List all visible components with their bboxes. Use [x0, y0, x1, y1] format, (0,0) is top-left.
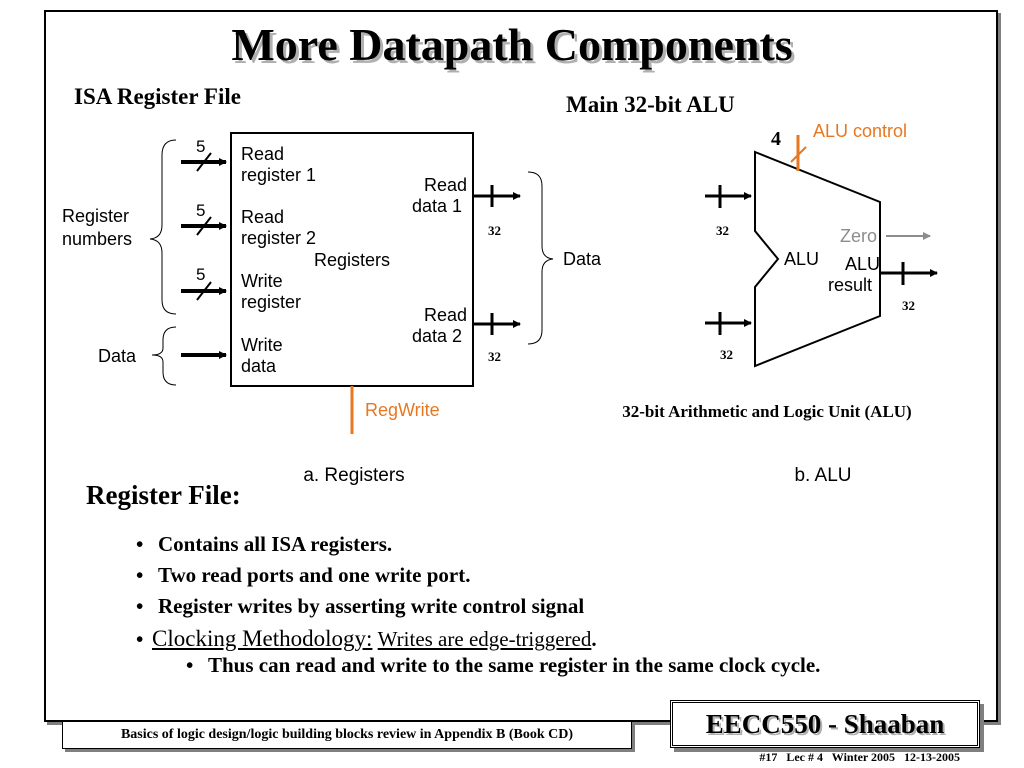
- alu-block-label: ALU: [784, 249, 819, 269]
- bullet-dot: •: [136, 594, 144, 618]
- write-data-label-line2: data: [241, 356, 277, 376]
- slide-info: #17 Lec # 4 Winter 2005 12-13-2005: [759, 750, 960, 764]
- clocking-methodology-period: .: [591, 627, 597, 651]
- alu-control-bits: 4: [771, 128, 781, 150]
- read-data-1-label-line1: Read: [424, 175, 467, 195]
- slide-title: More Datapath Components: [231, 19, 793, 70]
- list-item: • Clocking Methodology: Writes are edge-t…: [136, 622, 597, 656]
- list-item: • Contains all ISA registers.: [136, 529, 597, 560]
- alu-input-b-bits: 32: [720, 347, 733, 362]
- write-data-label-line1: Write: [241, 335, 283, 355]
- register-numbers-label-line2: numbers: [62, 229, 132, 249]
- clocking-methodology-text: Writes are edge-triggered: [377, 627, 592, 651]
- bullet-text: Two read ports and one write port.: [158, 563, 471, 587]
- alu-result-label-line2: result: [828, 275, 872, 295]
- register-file-diagram: Registers 5 Read register 1 5 Read regis…: [62, 132, 602, 486]
- read-register-2-label-line1: Read: [241, 207, 284, 227]
- alu-heading: Main 32-bit ALU: [566, 92, 735, 117]
- left-data-label: Data: [98, 346, 137, 366]
- appendix-footnote: Basics of logic design/logic building bl…: [62, 721, 632, 749]
- read-data-1-bits: 32: [488, 223, 501, 238]
- alu-zero-label: Zero: [840, 226, 877, 246]
- sub-bullet-text: Thus can read and write to the same regi…: [208, 653, 821, 677]
- registers-block-label: Registers: [314, 250, 390, 270]
- read-data-2-label-line2: data 2: [412, 326, 462, 346]
- read-register-2-width-slash: [196, 216, 212, 236]
- alu-control-label: ALU control: [813, 121, 907, 141]
- write-register-label-line1: Write: [241, 271, 283, 291]
- alu-result-bits: 32: [902, 298, 915, 313]
- sub-bullet: • Thus can read and write to the same reg…: [186, 653, 820, 678]
- read-register-2-label-line2: register 2: [241, 228, 316, 248]
- register-file-notes-list: • Contains all ISA registers. • Two read p…: [136, 529, 597, 656]
- register-file-heading: ISA Register File: [74, 84, 241, 109]
- alu-result-label-line1: ALU: [845, 254, 880, 274]
- write-register-bits: 5: [196, 265, 205, 284]
- bullet-dot: •: [136, 532, 144, 556]
- alu-input-a-bits: 32: [716, 223, 729, 238]
- write-register-width-slash: [196, 281, 212, 301]
- read-register-2-bits: 5: [196, 201, 205, 220]
- alu-control-width-slash: [790, 146, 807, 163]
- bullet-dot: •: [136, 563, 144, 587]
- alu-description: 32-bit Arithmetic and Logic Unit (ALU): [622, 402, 911, 421]
- clocking-methodology-label: Clocking Methodology:: [152, 626, 373, 651]
- slide-frame: [44, 10, 998, 722]
- alu-caption: b. ALU: [794, 465, 851, 486]
- course-label: EECC550 - Shaaban: [670, 700, 980, 748]
- register-file-notes-title: Register File:: [86, 480, 241, 510]
- write-register-label-line2: register: [241, 292, 301, 312]
- bullet-text: Contains all ISA registers.: [158, 532, 393, 556]
- read-register-1-bits: 5: [196, 137, 205, 156]
- read-register-1-label-line2: register 1: [241, 165, 316, 185]
- sub-bullet-dot: •: [186, 653, 194, 677]
- list-item: • Two read ports and one write port.: [136, 560, 597, 591]
- alu-block: [754, 150, 881, 368]
- register-numbers-label-line1: Register: [62, 206, 129, 226]
- list-item: • Register writes by asserting write cont…: [136, 591, 597, 622]
- read-data-2-bits: 32: [488, 349, 501, 364]
- regwrite-label: RegWrite: [365, 400, 440, 420]
- alu-diagram: ALU 4 ALU control 32 32 Zero ALU result …: [622, 121, 938, 486]
- write-data-brace: [151, 326, 177, 386]
- read-register-1-label-line1: Read: [241, 144, 284, 164]
- bullet-dot: •: [136, 627, 144, 651]
- bullet-text: Register writes by asserting write contr…: [158, 594, 585, 618]
- registers-caption: a. Registers: [303, 465, 404, 486]
- read-data-2-label-line1: Read: [424, 305, 467, 325]
- register-numbers-brace: [149, 139, 177, 315]
- right-data-label: Data: [563, 249, 602, 269]
- read-data-brace: [527, 171, 554, 345]
- read-register-1-width-slash: [196, 152, 212, 172]
- read-data-1-label-line2: data 1: [412, 196, 462, 216]
